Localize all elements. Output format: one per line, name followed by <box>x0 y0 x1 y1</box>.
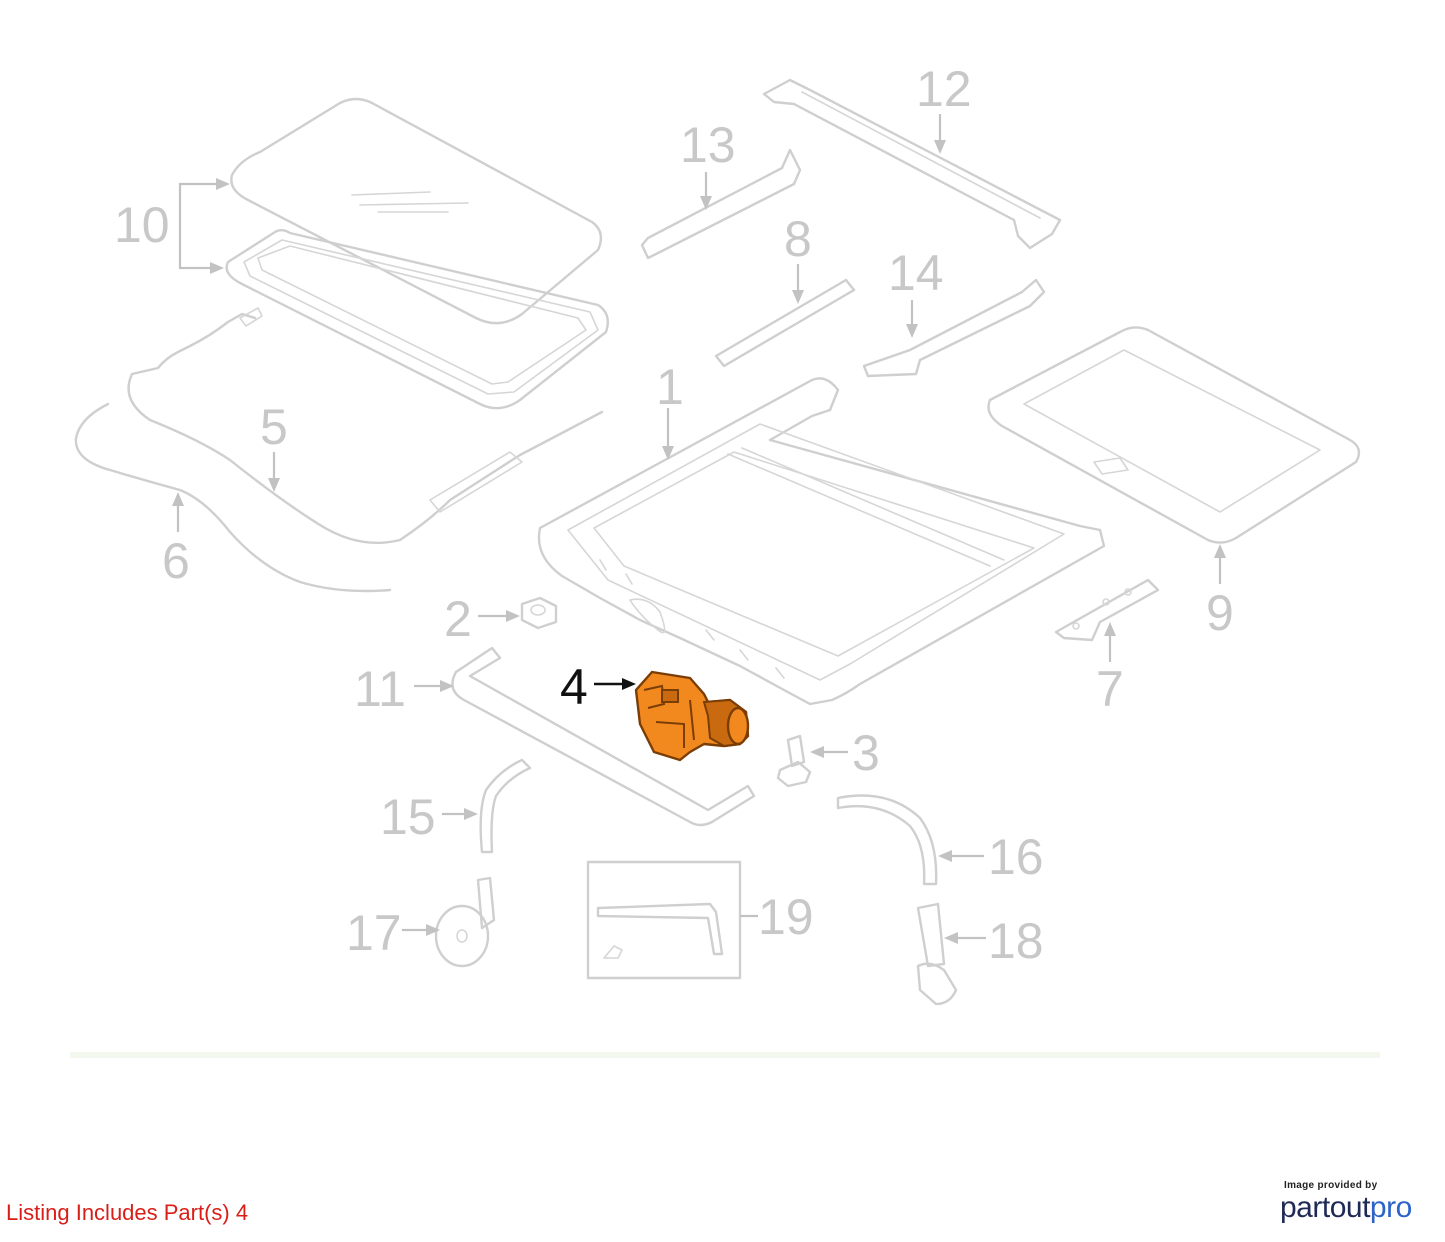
callout-1: 1 <box>656 359 684 415</box>
listing-note: Listing Includes Part(s) 4 <box>6 1200 249 1225</box>
part-18-connector <box>916 902 958 1006</box>
partoutpro-logo: partoutpro <box>1280 1191 1430 1225</box>
callout-15: 15 <box>380 789 436 845</box>
callout-14: 14 <box>888 245 944 301</box>
part-15-hose <box>479 758 532 854</box>
part-3-bolt <box>776 734 812 788</box>
part-10-glass-frame <box>225 229 609 410</box>
callout-19: 19 <box>758 889 814 945</box>
callout-17: 17 <box>346 905 402 961</box>
callout-6: 6 <box>162 533 190 589</box>
callout-13: 13 <box>680 117 736 173</box>
callout-5: 5 <box>260 399 288 455</box>
part-11-rail <box>451 646 756 827</box>
part-16-hose <box>836 794 938 886</box>
credit-caption: Image provided by <box>1284 1180 1378 1191</box>
part-12-rail-trim <box>762 78 1062 250</box>
part-1-frame <box>537 377 1106 706</box>
part-4-motor <box>634 670 750 762</box>
part-9-sunshade <box>987 326 1361 544</box>
callout-10: 10 <box>114 197 170 253</box>
logo-text-a: partout <box>1280 1191 1370 1224</box>
callout-12: 12 <box>916 61 972 117</box>
part-14-link <box>862 278 1046 378</box>
part-13-bracket <box>640 148 802 260</box>
part-6-drain-hose <box>74 402 392 593</box>
callout-2: 2 <box>444 591 472 647</box>
part-17-grommet <box>434 876 496 968</box>
callout-18: 18 <box>988 913 1044 969</box>
part-7-hinge <box>1054 578 1160 642</box>
callout-8: 8 <box>784 211 812 267</box>
callout-9: 9 <box>1206 585 1234 641</box>
image-credit: Image provided by partoutpro <box>1280 1180 1430 1225</box>
logo-text-b: pro <box>1369 1191 1412 1224</box>
callout-16: 16 <box>988 829 1044 885</box>
part-10-glass-panel <box>230 97 603 325</box>
part-5-cable <box>127 307 604 545</box>
callout-4-highlighted: 4 <box>560 659 588 715</box>
callout-7: 7 <box>1096 661 1124 717</box>
part-8-strip <box>714 278 856 368</box>
part-19-tool-box <box>586 860 742 980</box>
part-2-nut <box>520 596 558 630</box>
diagram-bottom-band <box>70 1052 1380 1058</box>
callout-arrows <box>172 114 1226 944</box>
callout-labels: 1 2 3 5 6 7 8 9 10 11 12 13 14 15 16 17 … <box>114 61 1234 969</box>
callout-3: 3 <box>852 725 880 781</box>
callout-11: 11 <box>354 661 406 717</box>
